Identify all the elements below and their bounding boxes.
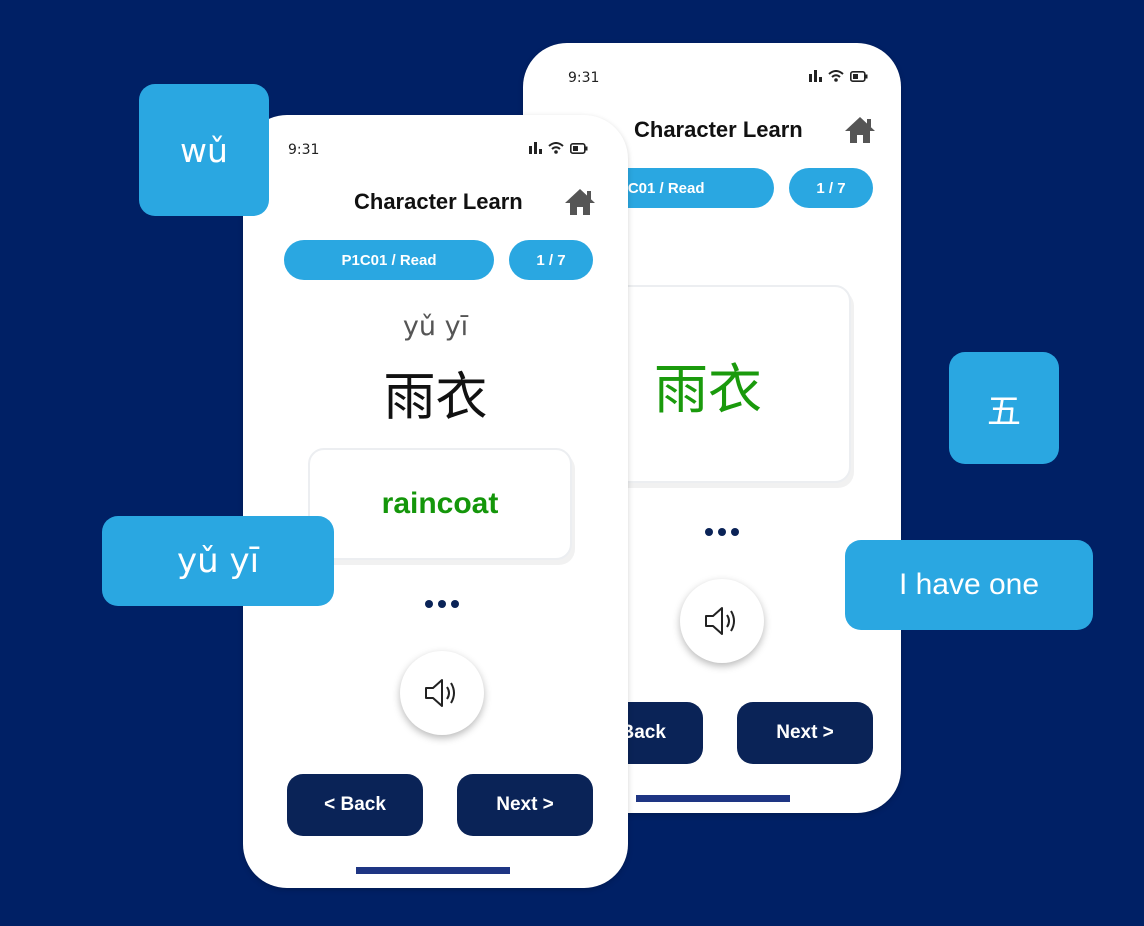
home-indicator bbox=[356, 867, 510, 874]
next-button[interactable]: Next > bbox=[737, 702, 873, 764]
app-title: Character Learn bbox=[634, 117, 803, 142]
meaning-text: raincoat bbox=[381, 487, 499, 520]
progress-pill: 1 / 7 bbox=[509, 240, 593, 280]
more-dots[interactable] bbox=[705, 528, 739, 536]
signal-icon bbox=[809, 70, 822, 82]
more-dots[interactable] bbox=[425, 600, 459, 608]
signal-icon bbox=[529, 142, 542, 154]
sound-button[interactable] bbox=[680, 579, 764, 663]
status-time: 9:31 bbox=[288, 142, 320, 158]
back-button[interactable]: < Back bbox=[287, 774, 423, 836]
floating-card-wu-char: 五 bbox=[949, 352, 1059, 464]
hanzi-text: 雨衣 bbox=[654, 357, 762, 421]
wifi-icon bbox=[828, 70, 844, 82]
meaning-card[interactable]: raincoat bbox=[308, 448, 572, 560]
sound-button[interactable] bbox=[400, 651, 484, 735]
floating-card-yu-yi: yǔ yī bbox=[102, 516, 334, 606]
lesson-pill: P1C01 / Read bbox=[284, 240, 494, 280]
home-icon bbox=[565, 189, 595, 215]
pinyin-text: yǔ yī bbox=[402, 311, 469, 342]
battery-icon bbox=[570, 142, 588, 154]
home-button[interactable] bbox=[563, 187, 597, 217]
hanzi-text: 雨衣 bbox=[383, 368, 488, 428]
next-button[interactable]: Next > bbox=[457, 774, 593, 836]
phone-front: 9:31 Character Learn P1C01 / Read 1 / 7 … bbox=[243, 115, 628, 888]
status-icons bbox=[809, 70, 868, 82]
speaker-icon bbox=[425, 679, 455, 707]
speaker-icon bbox=[705, 607, 735, 635]
wifi-icon bbox=[548, 142, 564, 154]
floating-card-i-have-one: I have one bbox=[845, 540, 1093, 630]
app-title: Character Learn bbox=[354, 189, 523, 214]
battery-icon bbox=[850, 70, 868, 82]
progress-pill: 1 / 7 bbox=[789, 168, 873, 208]
home-icon bbox=[845, 117, 875, 143]
status-icons bbox=[529, 142, 588, 154]
home-button[interactable] bbox=[843, 115, 877, 145]
status-time: 9:31 bbox=[568, 70, 600, 86]
home-indicator bbox=[636, 795, 790, 802]
floating-card-wu: wǔ bbox=[139, 84, 269, 216]
